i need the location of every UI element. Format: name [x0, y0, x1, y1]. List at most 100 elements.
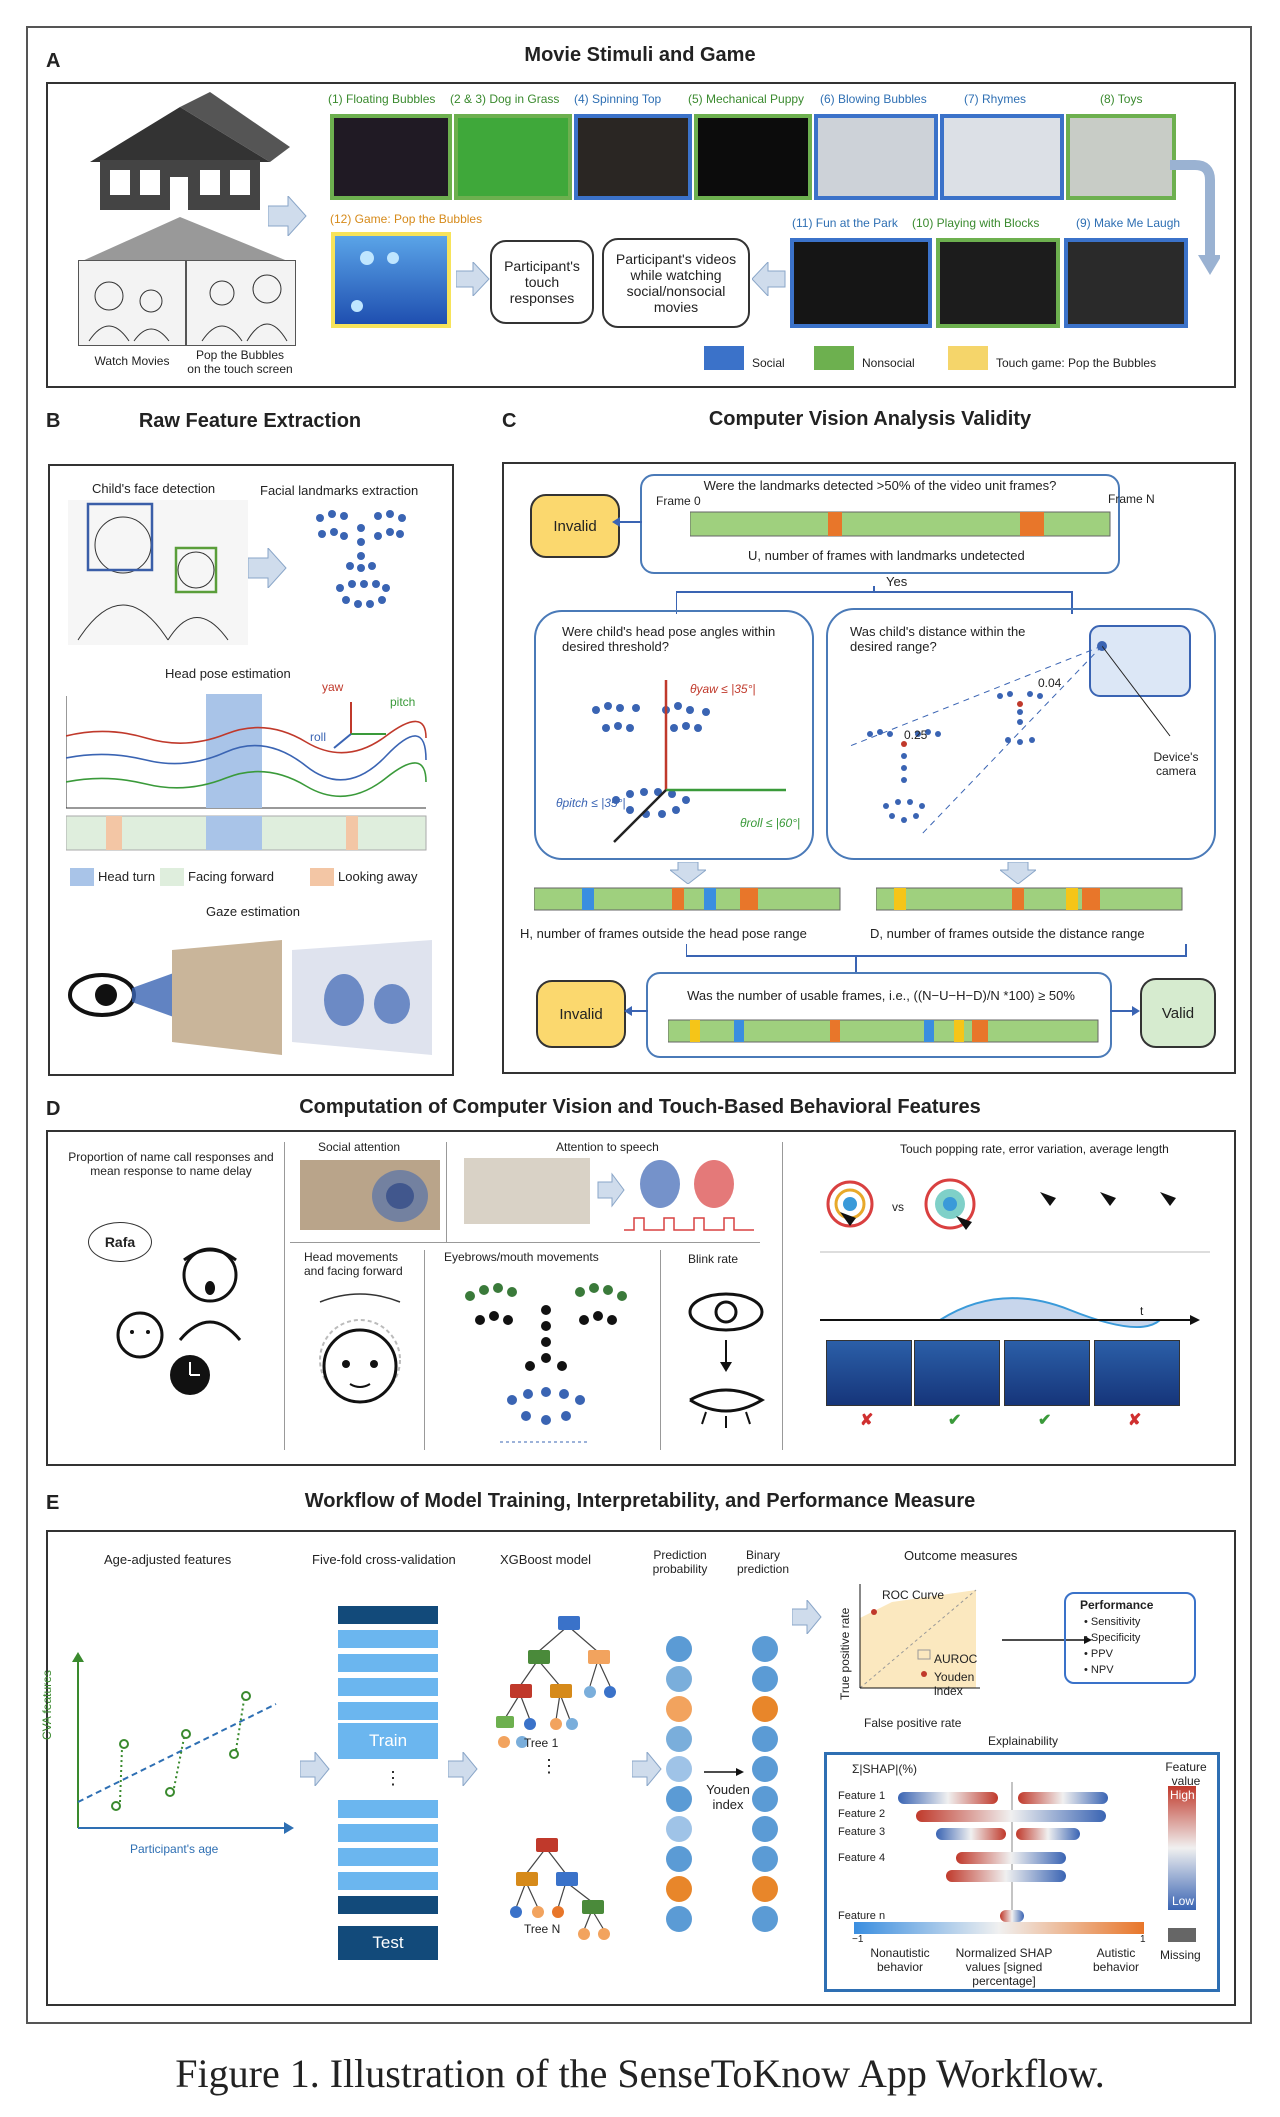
movie-thumbnail: [940, 114, 1064, 200]
cva-features-label: CVA features: [40, 1670, 54, 1740]
distance-illustration: [849, 625, 1191, 837]
panel-c-label: C: [502, 410, 517, 432]
result-mark: ✔: [948, 1412, 962, 1429]
panel-d-title: Computation of Computer Vision and Touch…: [299, 1096, 981, 1118]
yaw-label: yaw: [322, 680, 344, 694]
panel-a-title: Movie Stimuli and Game: [524, 44, 756, 66]
binary-pred-label: Binary prediction: [736, 1548, 790, 1576]
panel-a-label: A: [46, 50, 61, 72]
prediction-dot: [666, 1876, 692, 1902]
shap-feature-label: Feature 2: [838, 1808, 886, 1820]
pop-bubbles-screen-label: Pop the Bubbles on the touch screen: [187, 348, 293, 376]
divider: [446, 1142, 447, 1242]
camera-label: Device's camera: [1153, 750, 1199, 778]
touch-tile: [1094, 1340, 1180, 1406]
movie-thumbnail: [574, 114, 692, 200]
roll-threshold: θroll ≤ |60°|: [740, 816, 801, 830]
watch-movies-sketch: [78, 260, 186, 346]
rafa-bubble: Rafa: [88, 1222, 152, 1262]
movie-label: (5) Mechanical Puppy: [688, 92, 805, 106]
legend-label: Looking away: [338, 869, 418, 884]
panel-d-box: [46, 1130, 1236, 1466]
legend-swatch: [948, 346, 988, 370]
arrow-right-icon: [448, 1752, 478, 1786]
age-adjusted-chart: [72, 1652, 294, 1834]
performance-item: • PPV: [1084, 1648, 1113, 1660]
auroc-label: AUROC: [934, 1652, 978, 1666]
distance-2: 0.04: [1038, 676, 1062, 690]
divider: [290, 1242, 760, 1243]
prediction-dot: [666, 1666, 692, 1692]
fold-block: [338, 1896, 438, 1914]
frame-bar-h: [534, 887, 841, 911]
d-label: D, number of frames outside the distance…: [870, 926, 1145, 941]
legend-label: Social: [752, 356, 785, 370]
movie-label: (9) Make Me Laugh: [1076, 216, 1181, 230]
yaw-threshold: θyaw ≤ |35°|: [690, 682, 756, 696]
q2-text: Were child's head pose angles within des…: [562, 624, 776, 654]
fold-block: [338, 1872, 438, 1890]
panel-e-title: Workflow of Model Training, Interpretabi…: [304, 1490, 976, 1512]
roc-label: ROC Curve: [882, 1588, 945, 1602]
panel-e-box: [46, 1530, 1236, 2006]
q4-text: Was the number of usable frames, i.e., (…: [687, 988, 1075, 1003]
fpr-label: False positive rate: [864, 1716, 962, 1730]
arrow-left-icon: [752, 262, 786, 296]
explainability-label: Explainability: [988, 1734, 1059, 1748]
curved-arrow-icon: [1170, 160, 1220, 275]
arrow-right-icon: [1002, 1636, 1092, 1644]
eyebrows-mouth-illustration: [465, 1283, 627, 1443]
pop-bubbles-sketch: [186, 260, 296, 346]
movie-thumbnail: [1064, 238, 1188, 328]
xgboost-label: XGBoost model: [500, 1552, 592, 1567]
yes-label: Yes: [886, 574, 908, 589]
performance-title: Performance: [1080, 1598, 1154, 1612]
movie-thumbnail: [454, 114, 572, 200]
movie-thumbnail: [936, 238, 1060, 328]
roc-chart: [859, 1584, 980, 1689]
missing-swatch: [1168, 1928, 1196, 1942]
ellipsis: ⋮: [540, 1756, 558, 1776]
touch-tile: [826, 1340, 912, 1406]
train-block: Train: [338, 1723, 438, 1759]
movie-thumbnail: [694, 114, 812, 200]
legend-swatch: [70, 868, 94, 886]
binary-dot: [752, 1756, 778, 1782]
arrow-right-icon: [268, 196, 307, 236]
invalid-box-1: Invalid: [530, 494, 620, 558]
touch-tile: [914, 1340, 1000, 1406]
result-mark: ✘: [1128, 1412, 1142, 1429]
binary-dot: [752, 1636, 778, 1662]
shap-feature-label: Feature 3: [838, 1826, 886, 1838]
prediction-dot: [666, 1726, 692, 1752]
performance-item: • NPV: [1084, 1664, 1114, 1676]
shap-title: Σ|SHAP|(%): [852, 1762, 917, 1776]
timeline: [820, 1297, 1200, 1329]
binary-dot: [752, 1846, 778, 1872]
result-mark: ✔: [1038, 1412, 1052, 1429]
touch-label: Touch popping rate, error variation, ave…: [900, 1142, 1169, 1156]
legend-label: Nonsocial: [862, 356, 915, 370]
tree1-label: Tree 1: [524, 1736, 559, 1750]
frameN-label: Frame N: [1108, 492, 1155, 506]
prediction-dot: [666, 1636, 692, 1662]
xgboost-trees: [496, 1616, 616, 1940]
movie-label: (1) Floating Bubbles: [328, 92, 436, 106]
legend-label: Touch game: Pop the Bubbles: [996, 356, 1157, 370]
binary-dot: [752, 1786, 778, 1812]
outcome-label: Outcome measures: [904, 1548, 1018, 1563]
house-illustration: [80, 92, 290, 262]
performance-box: [1064, 1592, 1196, 1684]
movie-label: (7) Rhymes: [964, 92, 1027, 106]
divider: [284, 1142, 285, 1450]
t-label: t: [1140, 1304, 1144, 1318]
result-mark: ✘: [860, 1412, 874, 1429]
prediction-dot: [666, 1696, 692, 1722]
figure-caption: Figure 1. Illustration of the SenseToKno…: [175, 2051, 1105, 2096]
prediction-dot: [666, 1816, 692, 1842]
head-pose-chart: [66, 694, 427, 851]
u-label: U, number of frames with landmarks undet…: [748, 548, 1025, 563]
head-pose-3d: [592, 680, 786, 843]
face-detection-sketch: [68, 500, 248, 645]
youden-label: Youden index: [706, 1782, 750, 1812]
